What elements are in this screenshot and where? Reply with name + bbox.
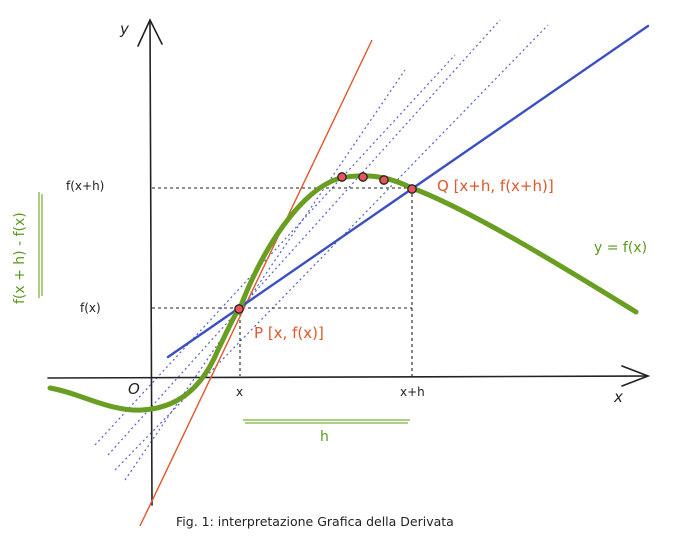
x-axis-arrow	[621, 365, 651, 387]
y-axis	[149, 21, 153, 506]
point-intermediate	[379, 175, 389, 185]
x-axis	[47, 375, 649, 379]
curve-label: y = f(x)	[594, 240, 647, 256]
point-p	[234, 304, 244, 314]
function-curve	[47, 173, 639, 413]
tick-label-x: x	[236, 385, 243, 399]
tick-label-x-plus-h: x+h	[400, 385, 425, 399]
h-bar	[243, 419, 410, 424]
point-intermediate	[358, 172, 368, 182]
tangent-line	[139, 39, 373, 527]
difference-label: f(x + h) - f(x)	[12, 212, 28, 304]
dotted-secant-line	[107, 19, 501, 456]
point-q	[407, 184, 417, 194]
point-q-label: Q [x+h, f(x+h)]	[437, 177, 554, 195]
tick-label-fxh: f(x+h)	[66, 179, 104, 193]
points	[234, 172, 417, 314]
y-axis-arrow	[137, 18, 163, 47]
origin-label: O	[128, 380, 140, 398]
dotted-secant-line	[124, 69, 406, 481]
tick-label-fx: f(x)	[80, 301, 101, 315]
figure-caption: Fig. 1: interpretazione Grafica della De…	[176, 514, 454, 529]
x-axis-label: x	[613, 388, 623, 406]
guides	[152, 187, 413, 376]
difference-bar	[38, 192, 43, 298]
point-intermediate	[337, 172, 347, 182]
y-axis-label: y	[119, 20, 130, 38]
dotted-secants	[94, 19, 549, 481]
dotted-secant-line	[94, 54, 456, 446]
dotted-secant-line	[114, 24, 549, 471]
axes	[47, 18, 651, 506]
point-p-label: P [x, f(x)]	[254, 324, 324, 342]
h-label: h	[320, 429, 329, 445]
